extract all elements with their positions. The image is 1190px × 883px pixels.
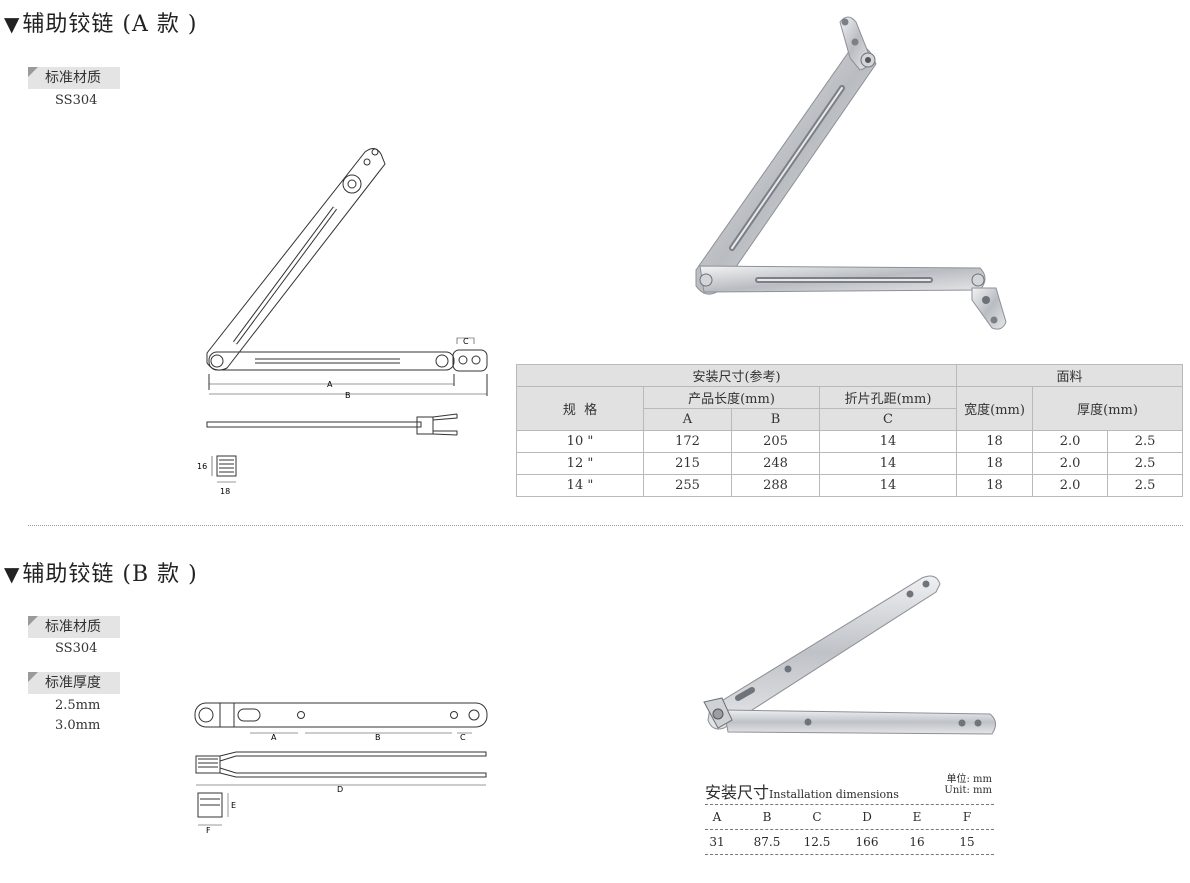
drawing-a-label-height: 16 [197, 462, 207, 471]
table-a-col-spec: 规 格 [516, 386, 644, 431]
install-title-en: Installation dimensions [769, 788, 899, 801]
drawing-a-label-b: B [345, 391, 351, 400]
material-value-a: SS304 [55, 93, 98, 108]
section-b-title: ▼辅助铰链 (B 款 ) [4, 556, 198, 588]
triangle-marker-icon: ▼ [4, 12, 21, 36]
install-value-row: 31 87.5 12.5 166 16 15 [692, 835, 992, 849]
table-cell: 248 [731, 452, 820, 475]
drawing-a-label-c: C [463, 337, 469, 346]
drawing-a-label-width: 18 [220, 487, 230, 496]
drawing-b-label-a: A [271, 733, 277, 742]
table-cell: 12 " [516, 452, 644, 475]
install-header-a: A [712, 810, 722, 824]
drawing-b-label-d: D [337, 785, 343, 794]
triangle-marker-icon: ▼ [4, 562, 21, 586]
hinge-a-technical-drawing: A B C 16 18 [197, 148, 488, 496]
drawing-b-label-f: F [206, 826, 211, 835]
install-header-c: C [812, 810, 822, 824]
table-a-header-row-1: 安装尺寸(参考) 面料 [515, 364, 1184, 387]
table-a-col-thickness: 厚度(mm) [1032, 386, 1184, 431]
thickness-value-2: 3.0mm [55, 718, 101, 733]
install-value-e: 16 [909, 835, 925, 849]
install-title: 安装尺寸Installation dimensions [705, 779, 899, 803]
table-a-header-row-3: A B C [517, 408, 1183, 431]
section-a-title: ▼辅助铰链 (A 款 ) [4, 6, 197, 38]
material-label-b: 标准材质 [45, 619, 101, 635]
table-cell: 2.0 [1032, 474, 1109, 497]
table-cell: 14 [818, 452, 958, 475]
table-cell: 2.5 [1107, 474, 1184, 497]
table-cell: 18 [956, 430, 1034, 453]
spec-table-a: 安装尺寸(参考) 面料 规 格 产品长度(mm) 折片孔距(mm) 宽度(mm)… [515, 364, 1184, 497]
table-row: 14 " 255 288 14 18 2.0 2.5 [516, 474, 1184, 497]
install-divider-top [705, 804, 994, 805]
thickness-label-b: 标准厚度 [45, 675, 101, 691]
install-unit-en: Unit: mm [944, 785, 992, 796]
table-cell: 205 [731, 430, 820, 453]
table-cell: 14 [818, 430, 958, 453]
install-value-a: 31 [709, 835, 725, 849]
table-row: 12 " 215 248 14 18 2.0 2.5 [516, 452, 1184, 475]
table-a-group-face: 面料 [956, 364, 1184, 387]
install-value-f: 15 [959, 835, 975, 849]
install-header-d: D [862, 810, 872, 824]
section-divider [28, 525, 1183, 526]
install-header-f: F [962, 810, 972, 824]
table-a-sub-c: C [818, 408, 958, 431]
drawing-b-label-c: C [460, 733, 466, 742]
hinge-a-product-photo [695, 16, 1007, 330]
table-a-sub-a: A [643, 408, 732, 431]
table-a-sub-b: B [731, 408, 820, 431]
table-cell: 10 " [516, 430, 644, 453]
table-a-col-hole: 折片孔距(mm) [818, 386, 958, 409]
install-value-b: 87.5 [753, 835, 781, 849]
section-a-title-text: 辅助铰链 (A 款 ) [22, 12, 198, 37]
hinge-b-technical-drawing: A B C D E F [194, 702, 488, 835]
install-title-cn: 安装尺寸 [705, 783, 770, 802]
table-cell: 18 [956, 452, 1034, 475]
install-value-c: 12.5 [803, 835, 831, 849]
section-b-title-text: 辅助铰链 (B 款 ) [22, 562, 198, 587]
install-unit-cn: 单位: mm [946, 774, 992, 785]
table-cell: 215 [643, 452, 732, 475]
table-a-header-row-2: 规 格 产品长度(mm) 折片孔距(mm) 宽度(mm) 厚度(mm) [516, 386, 1184, 431]
table-cell: 172 [643, 430, 732, 453]
install-header-row: A B C D E F [692, 810, 992, 824]
table-cell: 255 [643, 474, 732, 497]
table-row: 10 " 172 205 14 18 2.0 2.5 [516, 430, 1184, 453]
table-a-group-install: 安装尺寸(参考) [515, 364, 958, 387]
thickness-value-1: 2.5mm [55, 698, 101, 713]
table-cell: 2.5 [1107, 452, 1184, 475]
table-cell: 288 [731, 474, 820, 497]
install-value-d: 166 [855, 835, 879, 849]
table-a-col-width: 宽度(mm) [956, 386, 1034, 431]
install-divider-bottom [705, 854, 994, 855]
table-cell: 2.0 [1032, 452, 1109, 475]
table-cell: 2.5 [1107, 430, 1184, 453]
drawing-a-label-a: A [327, 380, 333, 389]
material-value-b: SS304 [55, 641, 98, 656]
table-cell: 14 [818, 474, 958, 497]
material-tag-a: 标准材质 [28, 67, 120, 89]
material-label-a: 标准材质 [45, 70, 101, 86]
hinge-b-product-photo [703, 575, 996, 735]
table-a-col-length: 产品长度(mm) [643, 386, 820, 409]
install-divider-mid [705, 829, 994, 830]
table-cell: 18 [956, 474, 1034, 497]
install-header-e: E [912, 810, 922, 824]
install-unit: 单位: mm Unit: mm [930, 774, 992, 796]
thickness-tag-b: 标准厚度 [28, 672, 120, 694]
drawing-b-label-b: B [375, 733, 381, 742]
material-tag-b: 标准材质 [28, 616, 120, 638]
install-header-b: B [762, 810, 772, 824]
table-cell: 2.0 [1032, 430, 1109, 453]
drawing-b-label-e: E [231, 801, 236, 810]
table-cell: 14 " [516, 474, 644, 497]
